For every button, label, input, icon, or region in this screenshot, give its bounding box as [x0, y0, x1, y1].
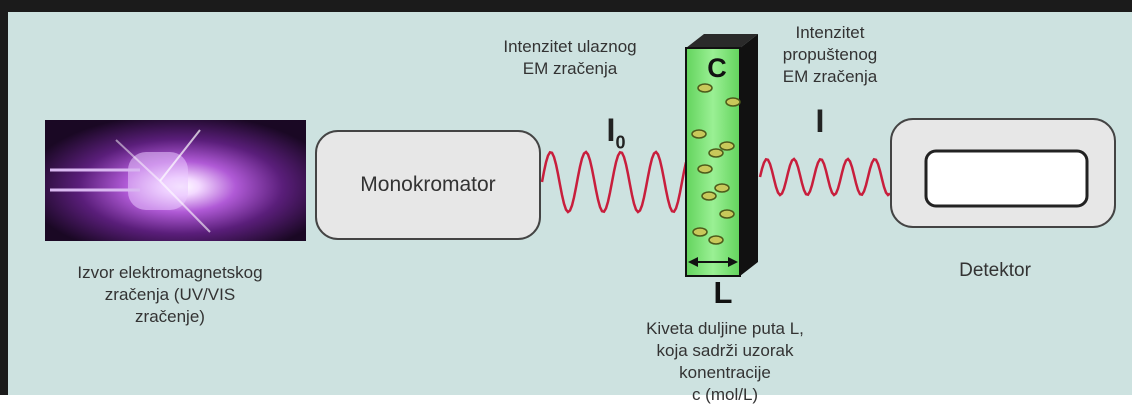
cuvette-caption-line-3: konentracije	[679, 363, 771, 382]
sample-particle	[697, 83, 713, 93]
cuvette	[685, 34, 758, 277]
sample-particle	[692, 227, 708, 237]
light-source	[45, 120, 306, 241]
sample-particle	[719, 209, 735, 219]
source-label: Izvor elektromagnetskog zračenja (UV/VIS…	[20, 262, 320, 328]
incident-intensity-symbol: I0	[596, 112, 636, 153]
sample-particle	[701, 191, 717, 201]
incident-caption-line-1: Intenzitet ulaznog	[503, 37, 637, 56]
led-ray-2	[159, 180, 211, 233]
source-label-line-1: Izvor elektromagnetskog	[77, 263, 263, 282]
path-length-arrowhead-left	[688, 257, 698, 267]
transmitted-caption-line-3: EM zračenja	[782, 67, 878, 86]
detector-screen	[924, 149, 1089, 208]
cuvette-caption: Kiveta duljine puta L, koja sadrži uzora…	[595, 318, 855, 406]
transmitted-wave	[758, 157, 891, 197]
sample-particle	[708, 235, 724, 245]
monochromator-label: Monokromator	[360, 173, 496, 196]
source-label-line-3: zračenje)	[135, 307, 205, 326]
cuvette-caption-line-1: Kiveta duljine puta L,	[646, 319, 804, 338]
sample-particle	[719, 141, 735, 151]
transmitted-intensity-symbol: I	[815, 103, 825, 139]
bottom-margin	[0, 395, 1132, 418]
sample-particle	[697, 164, 713, 174]
incident-symbol: I	[606, 112, 616, 148]
transmitted-caption-line-1: Intenzitet	[795, 23, 865, 42]
cuvette-caption-line-2: koja sadrži uzorak	[656, 341, 794, 360]
sample-particle	[725, 97, 741, 107]
cuvette-top-face	[686, 34, 758, 48]
sample-particles	[691, 83, 741, 245]
cuvette-caption-line-4: c (mol/L)	[691, 385, 759, 404]
path-length-symbol: L	[713, 275, 733, 310]
incident-wave	[540, 150, 688, 214]
sample-particle	[714, 183, 730, 193]
led-ray-1	[159, 129, 201, 182]
detector-label: Detektor	[959, 260, 1031, 281]
incident-caption-line-2: EM zračenja	[522, 59, 618, 78]
concentration-symbol: C	[707, 53, 727, 83]
led-ray-3	[115, 139, 161, 182]
transmitted-caption: Intenzitet propušteno​g EM zračenja	[760, 22, 900, 88]
sample-particle	[708, 148, 724, 158]
cuvette-side-face	[740, 34, 758, 276]
path-length-arrowhead-right	[728, 257, 738, 267]
source-label-line-2: zračenja (UV/VIS	[104, 285, 236, 304]
sample-particle	[691, 129, 707, 139]
incident-subscript: 0	[615, 132, 626, 153]
transmitted-caption-line-2: propušteno​g	[782, 45, 878, 64]
monochromator-box	[315, 130, 541, 240]
incident-caption: Intenzitet ulaznog EM zračenja	[475, 36, 665, 80]
